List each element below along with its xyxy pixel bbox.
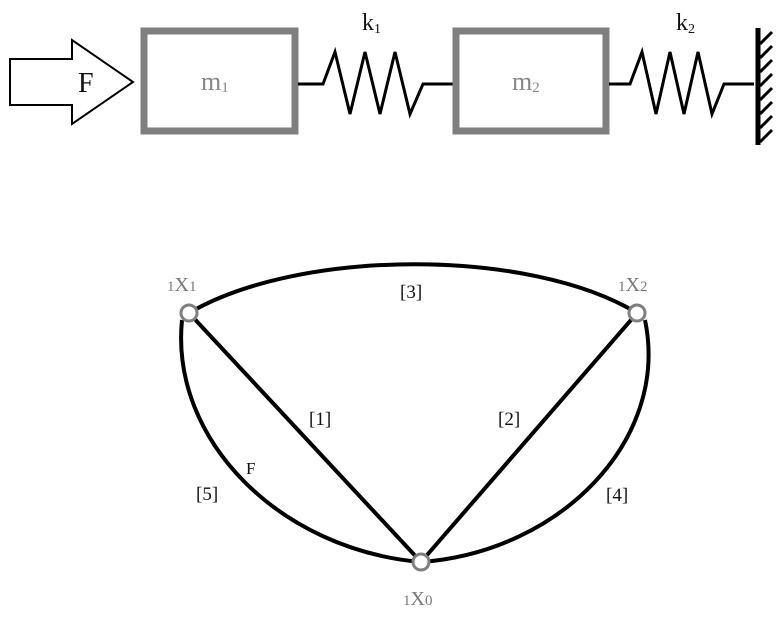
force-arrow: F xyxy=(9,38,135,126)
linear-graph: 1X1 1X2 1X0 [3] [1] [2] [5] [4] F xyxy=(167,262,651,610)
node-x0 xyxy=(411,552,431,572)
edge-5 xyxy=(179,319,422,564)
mass-2-label: m2 xyxy=(512,67,540,96)
force-arrow-shape xyxy=(9,38,135,126)
edge-2 xyxy=(419,311,639,564)
node-x2 xyxy=(627,303,647,323)
mass-1-box xyxy=(140,27,299,135)
edge-4-label: [4] xyxy=(606,485,628,506)
graph-force-label: F xyxy=(246,459,255,478)
node-x2-label: 1X2 xyxy=(618,274,647,296)
mass-2: m2 xyxy=(452,27,610,135)
spring-1-coil xyxy=(298,46,453,119)
mechanical-system: F m1 k1 m2 k2 xyxy=(9,10,774,145)
mass-1-label: m1 xyxy=(201,67,229,96)
edge-3 xyxy=(187,262,639,315)
node-x1 xyxy=(179,303,199,323)
spring-2: k2 xyxy=(609,10,754,120)
mass-1: m1 xyxy=(140,27,299,135)
edge-3-label: [3] xyxy=(400,282,422,303)
spring-1-label: k1 xyxy=(362,10,381,37)
fixed-wall xyxy=(755,28,774,145)
edge-5-label: [5] xyxy=(196,484,218,505)
node-x1-label: 1X1 xyxy=(167,274,196,296)
mass-2-box xyxy=(452,27,610,135)
spring-2-coil xyxy=(609,46,754,120)
spring-2-label: k2 xyxy=(676,10,695,37)
edge-1-label: [1] xyxy=(309,409,331,430)
force-label: F xyxy=(78,68,94,99)
edge-4 xyxy=(420,319,651,564)
spring-1: k1 xyxy=(298,10,453,119)
edge-1 xyxy=(187,311,423,564)
wall-hatching xyxy=(758,30,774,144)
node-x0-label: 1X0 xyxy=(403,588,432,610)
edge-2-label: [2] xyxy=(498,409,520,430)
